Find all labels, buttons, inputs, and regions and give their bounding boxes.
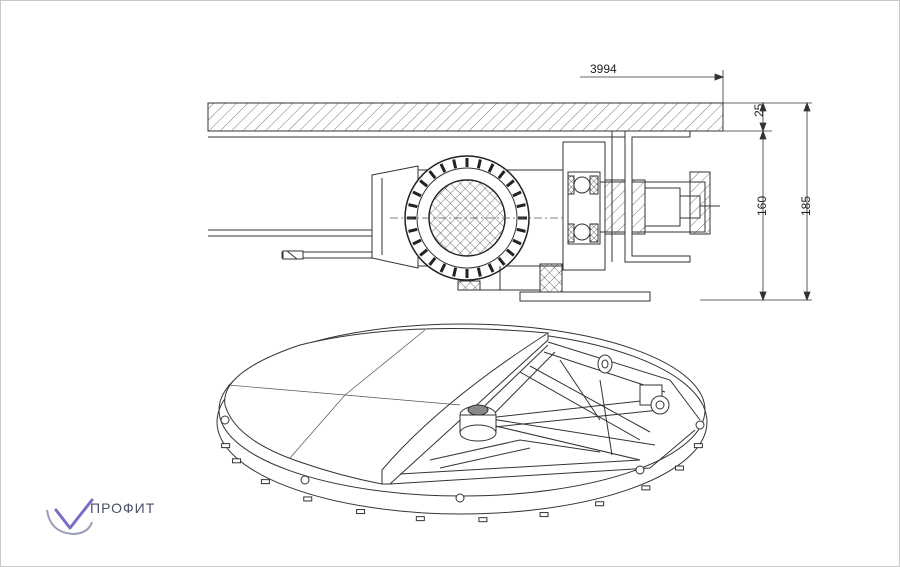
- channel-beam: [624, 130, 691, 263]
- rim-bolt: [635, 465, 645, 475]
- brand-logo-mark: [46, 498, 94, 536]
- flange-rib: [476, 159, 482, 169]
- flange-rib: [516, 203, 526, 209]
- brand-name: ПРОФИТ: [90, 500, 156, 516]
- flange-rib: [452, 159, 458, 169]
- flange-rib: [476, 267, 482, 277]
- dimension-25: 25: [752, 103, 766, 117]
- flange-rib: [408, 203, 418, 209]
- flange-rib: [497, 256, 506, 266]
- flange-rib: [439, 163, 447, 173]
- gearbox-body: [371, 165, 419, 269]
- truss-frame: [389, 341, 701, 485]
- dimension-lines: [580, 70, 812, 302]
- flange-rib: [408, 227, 418, 233]
- flange-rib: [419, 248, 429, 257]
- rim-bracket: [478, 517, 488, 523]
- flange-rib: [497, 170, 506, 180]
- dimension-185: 185: [799, 196, 813, 216]
- floor-slab: [207, 102, 724, 132]
- flange-rib: [512, 190, 522, 198]
- center-bearing: [459, 404, 497, 442]
- dimension-3994: 3994: [590, 62, 617, 76]
- rim-bracket: [693, 443, 703, 449]
- rim-bracket: [231, 458, 241, 464]
- deck-plate: [224, 328, 550, 485]
- rim-bolt: [695, 420, 705, 430]
- flange-rib: [412, 238, 422, 246]
- flange-rib: [428, 170, 437, 180]
- flange-rib: [512, 238, 522, 246]
- flange-rib: [439, 263, 447, 273]
- brand-logo: ПРОФИТ: [44, 500, 155, 516]
- rim-bracket: [356, 509, 366, 515]
- rim-bracket: [260, 479, 270, 485]
- drive-wheel: [597, 354, 670, 415]
- dimension-160: 160: [755, 196, 769, 216]
- flange-rib: [505, 179, 515, 188]
- rim-bracket: [303, 496, 313, 502]
- flange-rib: [412, 190, 422, 198]
- rim-bracket: [415, 516, 425, 522]
- flange-rib: [516, 227, 526, 233]
- rim-bracket: [641, 485, 651, 491]
- flange-rib: [419, 179, 429, 188]
- rim-bolts: [220, 415, 705, 523]
- flange-rib: [452, 267, 458, 277]
- rim-bracket: [675, 465, 685, 471]
- rim-bolt: [220, 415, 230, 425]
- flange-rib: [505, 248, 515, 257]
- rim-bracket: [595, 501, 605, 507]
- flange-rib: [487, 263, 495, 273]
- flange-rib: [428, 256, 437, 266]
- rim-bolt: [300, 475, 310, 485]
- turntable-isometric: [216, 323, 708, 523]
- rim-bracket: [539, 512, 549, 518]
- section-view: [207, 102, 724, 302]
- rim-bolt: [455, 493, 465, 503]
- flange-rib: [487, 163, 495, 173]
- rim-bracket: [221, 443, 231, 449]
